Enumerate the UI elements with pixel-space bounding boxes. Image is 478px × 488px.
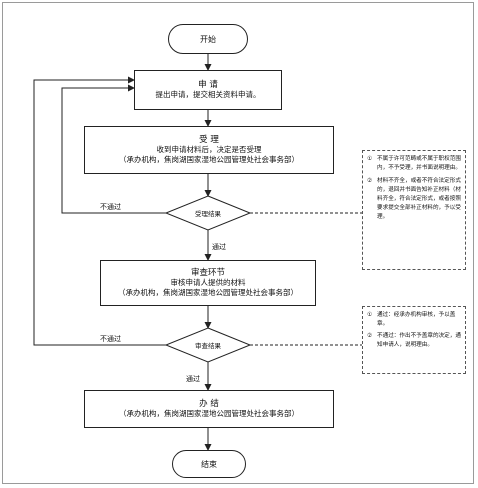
start-label: 开始: [200, 34, 216, 44]
decision-review-diamond: [164, 327, 252, 363]
accept-note-text-1: 不属于许可范畴或不属于职权范围内，不予受理，并书面说明理由。: [377, 156, 461, 171]
start-node: 开始: [168, 24, 248, 54]
handle-box: 办 结 （承办机构，焦岗湖国家湿地公园管理处社会事务部）: [84, 390, 334, 428]
review-line1: 审核申请人提供的材料: [170, 278, 246, 287]
accept-note-text-2: 材料不齐全，或者不符合法定形式的，退回并书面告知补正材料（材料齐全，符合法定形式…: [377, 178, 461, 220]
review-note-item-1: ① 通过：经承办机构审核，予以盖章。: [367, 311, 461, 329]
accept-title: 受 理: [199, 135, 219, 145]
label-pass-1: 通过: [212, 243, 226, 251]
apply-box: 申 请 提出申请，提交相关资料申请。: [134, 70, 282, 110]
review-note-num-1: ①: [367, 312, 373, 318]
review-line2: （承办机构，焦岗湖国家湿地公园管理处社会事务部）: [118, 288, 298, 297]
label-reject-1: 不通过: [100, 203, 121, 211]
accept-note: ① 不属于许可范畴或不属于职权范围内，不予受理，并书面说明理由。 ② 材料不齐全…: [362, 150, 466, 270]
end-node: 结束: [172, 450, 246, 478]
decision-accept-diamond: [164, 195, 252, 231]
review-note-text-1: 通过：经承办机构审核，予以盖章。: [377, 312, 456, 327]
label-pass-2: 通过: [186, 375, 200, 383]
apply-title: 申 请: [198, 80, 218, 90]
accept-note-num-1: ①: [367, 156, 373, 162]
review-note-item-2: ② 不通过：作出不予盖章的决定，通知申请人，说明理由。: [367, 332, 461, 350]
accept-note-item-1: ① 不属于许可范畴或不属于职权范围内，不予受理，并书面说明理由。: [367, 155, 461, 173]
accept-line2: （承办机构，焦岗湖国家湿地公园管理处社会事务部）: [119, 155, 299, 164]
accept-note-num-2: ②: [367, 178, 373, 184]
review-decision-label: 审查结果: [195, 342, 221, 350]
diagram-frame: [2, 2, 474, 484]
review-title: 审查环节: [190, 268, 225, 278]
accept-note-item-2: ② 材料不齐全，或者不符合法定形式的，退回并书面告知补正材料（材料齐全，符合法定…: [367, 177, 461, 222]
review-box: 审查环节 审核申请人提供的材料 （承办机构，焦岗湖国家湿地公园管理处社会事务部）: [100, 260, 316, 306]
accept-decision-label: 受理结果: [195, 210, 221, 218]
review-note-text-2: 不通过：作出不予盖章的决定，通知申请人，说明理由。: [377, 333, 461, 348]
end-label: 结束: [201, 459, 217, 469]
handle-line1: （承办机构，焦岗湖国家湿地公园管理处社会事务部）: [119, 409, 299, 418]
label-reject-2: 不通过: [100, 335, 121, 343]
accept-box: 受 理 收到申请材料后，决定是否受理 （承办机构，焦岗湖国家湿地公园管理处社会事…: [84, 126, 334, 174]
accept-line1: 收到申请材料后，决定是否受理: [156, 145, 262, 154]
review-note: ① 通过：经承办机构审核，予以盖章。 ② 不通过：作出不予盖章的决定，通知申请人…: [362, 306, 466, 374]
review-note-num-2: ②: [367, 333, 373, 339]
apply-line1: 提出申请，提交相关资料申请。: [155, 90, 261, 99]
handle-title: 办 结: [199, 399, 219, 409]
loop-accept-reject: [61, 84, 166, 214]
loop-review-reject: [33, 76, 166, 346]
